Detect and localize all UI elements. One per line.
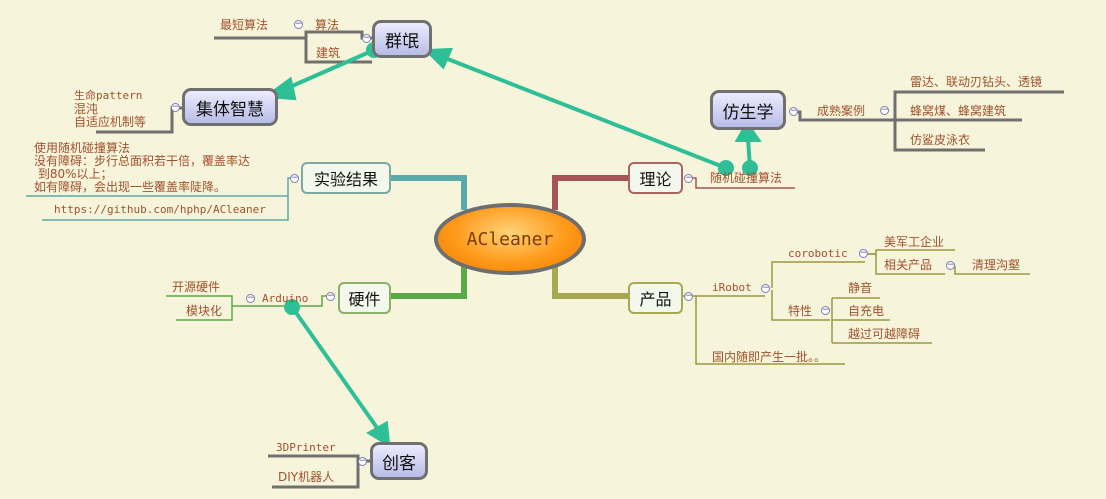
label-clean-ditch: 清理沟壑	[972, 258, 1021, 272]
node-collective[interactable]: 集体智慧	[182, 88, 278, 126]
bionics-item: 蜂窝煤、蜂窝建筑	[910, 104, 1007, 118]
node-hardware[interactable]: 硬件	[338, 282, 391, 314]
collapse-features-icon[interactable]: −	[821, 305, 830, 315]
central-topic-label: ACleaner	[466, 228, 554, 250]
collapse-corobotic-icon[interactable]: −	[859, 248, 868, 258]
collapse-algorithm-icon[interactable]: −	[294, 19, 303, 29]
label-modular: 模块化	[186, 304, 223, 318]
node-product[interactable]: 产品	[628, 282, 683, 314]
label-shortest-algo: 最短算法	[220, 18, 269, 32]
collective-item: 混沌	[74, 102, 99, 116]
bionics-item: 仿鲨皮泳衣	[910, 133, 971, 147]
label-open-source-hw: 开源硬件	[172, 280, 221, 294]
node-maker-label: 创客	[382, 453, 416, 474]
label-us-military: 美军工企业	[884, 235, 945, 249]
label-random-collision: 随机碰撞算法	[710, 171, 783, 185]
node-hardware-label: 硬件	[348, 290, 381, 309]
label-irobot: iRobot	[712, 281, 752, 294]
label-mature-cases: 成熟案例	[817, 104, 866, 118]
collapse-arduino-icon[interactable]: −	[246, 293, 255, 303]
feature-item: 自充电	[848, 304, 885, 318]
collapse-bionics-icon[interactable]: −	[789, 106, 798, 116]
node-experiment[interactable]: 实验结果	[301, 162, 391, 194]
maker-item: 3DPrinter	[276, 441, 336, 454]
node-bionics-label: 仿生学	[722, 102, 774, 123]
label-corobotic: corobotic	[788, 247, 848, 260]
label-features: 特性	[788, 304, 813, 318]
collapse-related-icon[interactable]: −	[946, 260, 955, 270]
collapse-swarm-icon[interactable]: −	[362, 33, 371, 43]
central-topic[interactable]: ACleaner	[434, 203, 586, 275]
label-algorithm: 算法	[315, 18, 340, 32]
feature-item: 静音	[848, 281, 873, 295]
collapse-theory-icon[interactable]: −	[684, 173, 693, 183]
experiment-line: 没有障碍：步行总面积若干倍，覆盖率达	[34, 154, 251, 168]
experiment-line: 到80%以上；	[34, 167, 113, 181]
collective-item: 生命pattern	[74, 89, 143, 102]
collapse-irobot-icon[interactable]: −	[761, 283, 770, 293]
collapse-collective-icon[interactable]: −	[171, 102, 180, 112]
node-swarm[interactable]: 群氓	[372, 20, 432, 58]
experiment-line: 如有障碍，会出现一些覆盖率陡降。	[34, 180, 227, 194]
collapse-mature-cases-icon[interactable]: −	[880, 105, 889, 115]
collapse-experiment-icon[interactable]: −	[290, 173, 299, 183]
experiment-link[interactable]: https://github.com/hphp/ACleaner	[54, 203, 266, 216]
node-collective-label: 集体智慧	[196, 99, 264, 120]
node-experiment-label: 实验结果	[313, 170, 378, 189]
label-related-products: 相关产品	[884, 258, 933, 272]
collapse-product-icon[interactable]: −	[684, 291, 693, 301]
label-arduino: Arduino	[262, 292, 309, 305]
node-theory[interactable]: 理论	[628, 162, 683, 194]
experiment-line: 使用随机碰撞算法	[34, 141, 131, 155]
maker-item: DIY机器人	[278, 470, 335, 484]
feature-item: 越过可越障碍	[848, 327, 921, 341]
collective-item: 自适应机制等	[74, 115, 147, 129]
collapse-maker-icon[interactable]: −	[358, 456, 367, 466]
node-maker[interactable]: 创客	[370, 442, 428, 480]
node-theory-label: 理论	[639, 170, 672, 189]
bionics-item: 雷达、联动刃钻头、透镜	[910, 75, 1043, 89]
node-bionics[interactable]: 仿生学	[710, 90, 786, 130]
collapse-hardware-icon[interactable]: −	[326, 291, 335, 301]
node-swarm-label: 群氓	[385, 31, 419, 52]
label-building: 建筑	[316, 46, 341, 60]
label-domestic: 国内随即产生一批。。	[712, 350, 827, 364]
node-product-label: 产品	[639, 290, 672, 309]
